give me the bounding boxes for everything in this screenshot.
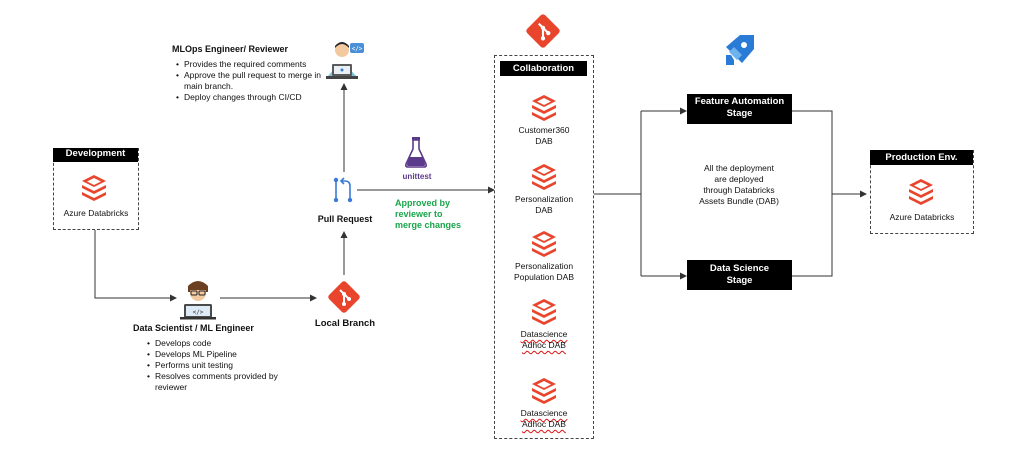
item-line: Population DAB [513,272,574,282]
item-line: DAB [535,205,553,215]
bullet-item: Develops code [147,338,285,349]
approved-line: Approved by [395,198,451,208]
databricks-icon [529,296,559,331]
unittest-label: unittest [402,172,432,181]
collaboration-header: Collaboration [500,61,587,76]
stage-line: Feature Automation [694,96,785,107]
note-line: Assets Bundle (DAB) [699,196,779,206]
item-line: Personalization [514,261,574,271]
item-line: Datascience [520,329,568,339]
note-line: through Databricks [703,185,775,195]
git-icon [526,14,560,48]
pull-request-label: Pull Request [317,214,373,224]
svg-text:</>: </> [352,46,363,53]
bullet-item: Develops ML Pipeline [147,349,285,360]
svg-text:</>: </> [193,309,204,316]
feature-automation-stage: Feature Automation Stage [687,94,792,124]
development-label: Azure Databricks [63,208,129,218]
reviewer-title: MLOps Engineer/ Reviewer [172,44,289,54]
data-scientist-title: Data Scientist / ML Engineer [133,323,254,333]
production-label: Azure Databricks [889,212,955,222]
bullet-item: Provides the required comments [176,59,334,70]
git-icon [328,281,360,313]
item-line: Adhoc DAB [522,340,566,350]
stage-line: Stage [726,275,753,286]
item-line: DAB [535,136,553,146]
approved-line: reviewer to [395,209,443,219]
databricks-icon [529,92,559,127]
note-line: All the deployment [704,163,774,173]
item-line: Personalization [514,194,574,204]
item-line: Adhoc DAB [522,419,566,429]
development-header: Development [53,148,138,162]
local-branch-label: Local Branch [314,318,376,329]
databricks-icon [529,375,559,410]
data-scientist-bullets: Develops code Develops ML Pipeline Perfo… [146,338,285,393]
item-line: Customer360 [518,125,570,135]
databricks-icon [529,228,559,263]
databricks-icon [529,161,559,196]
bullet-item: Deploy changes through CI/CD [176,92,334,103]
azure-pipelines-icon [726,35,754,65]
approved-line: merge changes [395,220,462,230]
developer-avatar-icon: </> [180,281,216,320]
pull-request-icon [333,177,353,203]
approved-note: Approved by reviewer to merge changes [395,198,475,231]
databricks-icon [82,175,106,201]
item-line: Datascience [520,408,568,418]
data-science-stage: Data Science Stage [687,260,792,290]
bullet-item: Performs unit testing [147,360,285,371]
bullet-item: Resolves comments provided by reviewer [147,371,285,393]
bullet-item: Approve the pull request to merge in mai… [176,70,334,92]
note-line: are deployed [714,174,764,184]
stage-line: Stage [726,108,753,119]
production-header: Production Env. [870,150,973,165]
stage-line: Data Science [709,263,770,274]
reviewer-avatar-icon: </> [326,42,364,79]
deploy-note: All the deployment are deployed through … [683,163,795,207]
flask-icon [404,137,428,168]
reviewer-bullets: Provides the required comments Approve t… [175,59,334,103]
databricks-icon [909,179,933,205]
